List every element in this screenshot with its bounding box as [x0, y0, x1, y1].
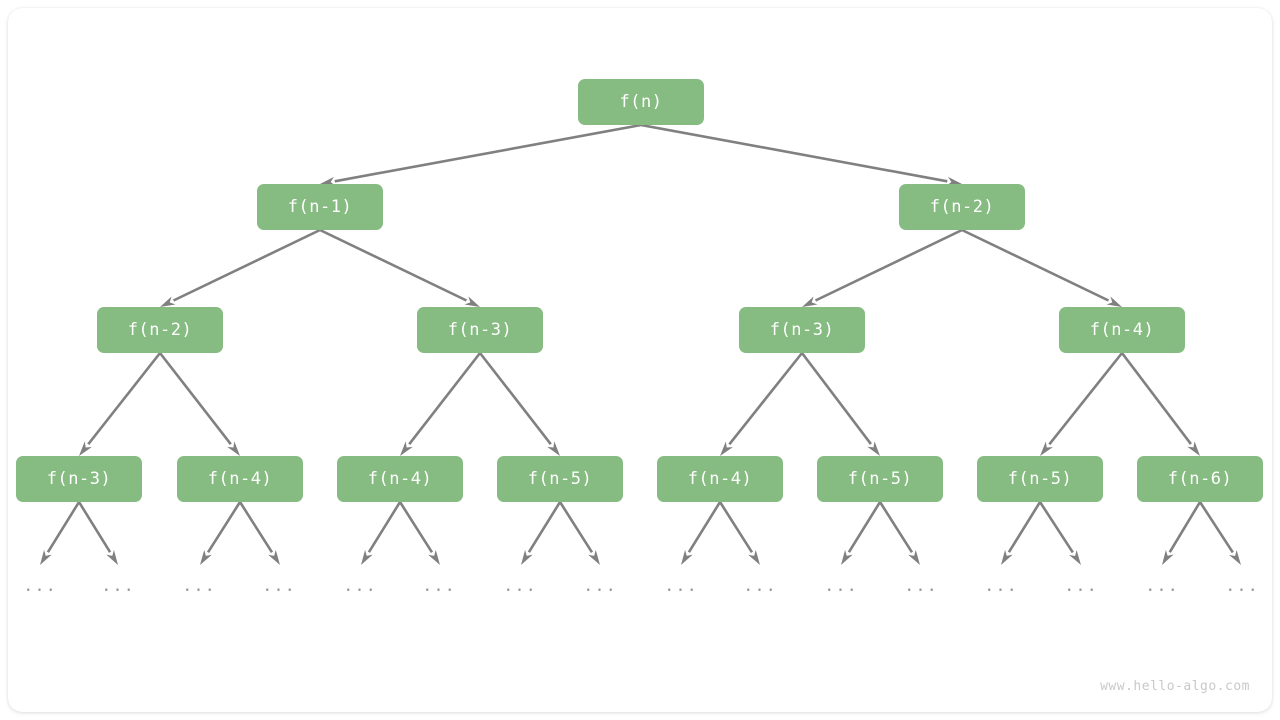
ellipsis-marker: ... [1145, 576, 1179, 596]
ellipsis-marker: ... [824, 576, 858, 596]
ellipsis-marker: ... [262, 576, 296, 596]
tree-edge-stub [681, 501, 722, 565]
tree-edge-stub [841, 501, 882, 565]
tree-edge [79, 352, 162, 456]
tree-node: f(n-6) [1137, 456, 1263, 502]
tree-edge [478, 352, 560, 456]
ellipsis-marker: ... [182, 576, 216, 596]
tree-edge-stub [878, 501, 920, 565]
tree-edge [961, 228, 1122, 307]
tree-edge-stub [558, 501, 600, 565]
tree-edge [800, 352, 880, 456]
tree-edge [319, 228, 480, 307]
tree-node: f(n-2) [97, 307, 223, 353]
ellipsis-marker: ... [1064, 576, 1098, 596]
tree-edge-stub [521, 501, 562, 565]
ellipsis-marker: ... [101, 576, 135, 596]
tree-edge-stub [1038, 501, 1081, 565]
ellipsis-marker: ... [904, 576, 938, 596]
ellipsis-marker: ... [343, 576, 377, 596]
tree-node: f(n-1) [257, 184, 383, 230]
tree-node: f(n-2) [899, 184, 1025, 230]
ellipsis-marker: ... [743, 576, 777, 596]
tree-edge [160, 228, 321, 307]
tree-edge [1120, 352, 1200, 456]
tree-edge [640, 123, 962, 186]
diagram-card: f(n) f(n-1) f(n-2) f(n-2) f(n-3) f(n-3) f(n-4)… [8, 8, 1272, 712]
tree-node: f(n-4) [657, 456, 783, 502]
tree-edge-stub [718, 501, 760, 565]
ellipsis-marker: ... [503, 576, 537, 596]
tree-node: f(n-5) [497, 456, 623, 502]
ellipsis-marker: ... [1225, 576, 1259, 596]
tree-edge [158, 352, 240, 456]
tree-node: f(n-3) [417, 307, 543, 353]
ellipsis-marker: ... [984, 576, 1018, 596]
tree-edge-stub [1162, 501, 1202, 565]
tree-node: f(n) [578, 79, 704, 125]
tree-edge [802, 228, 963, 307]
ellipsis-marker: ... [583, 576, 617, 596]
tree-edge [400, 352, 482, 456]
tree-edge-stub [77, 501, 118, 565]
tree-edge [720, 352, 804, 456]
tree-edge-stub [398, 501, 440, 565]
tree-edge-stub [1198, 501, 1241, 565]
tree-edge-stub [1001, 501, 1042, 565]
tree-edge-stub [238, 501, 280, 565]
tree-node: f(n-4) [1059, 307, 1185, 353]
tree-edge-stub [361, 501, 402, 565]
ellipsis-marker: ... [422, 576, 456, 596]
tree-node: f(n-4) [177, 456, 303, 502]
ellipsis-marker: ... [23, 576, 57, 596]
ellipsis-marker: ... [664, 576, 698, 596]
tree-edge-stub [200, 501, 242, 565]
tree-node: f(n-3) [16, 456, 142, 502]
tree-edge [320, 123, 642, 186]
tree-edge [1040, 352, 1124, 456]
watermark: www.hello-algo.com [1100, 679, 1250, 694]
tree-node: f(n-4) [337, 456, 463, 502]
diagram-stage: f(n) f(n-1) f(n-2) f(n-2) f(n-3) f(n-3) f(n-4)… [8, 8, 1272, 712]
tree-node: f(n-3) [739, 307, 865, 353]
tree-node: f(n-5) [817, 456, 943, 502]
tree-edge-stub [40, 501, 81, 565]
tree-node: f(n-5) [977, 456, 1103, 502]
